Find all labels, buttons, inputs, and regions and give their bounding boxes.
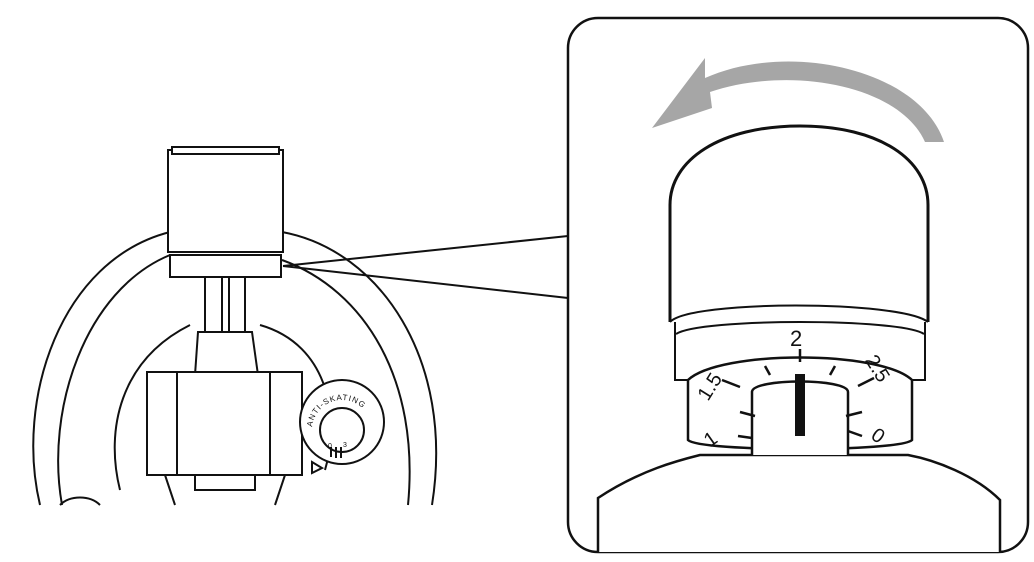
platter-right-inner-arc (281, 259, 411, 506)
counterclockwise-arrow-icon (652, 58, 944, 142)
anti-skating-pointer-icon (311, 460, 325, 475)
anti-skating-tick-0: 0 (328, 443, 332, 450)
left-overview (32, 146, 569, 506)
callout-line-bottom (282, 265, 569, 299)
counterweight-cylinder (668, 124, 930, 322)
platter-right-outer-arc (281, 231, 438, 506)
tonearm-shaft (204, 276, 246, 333)
callout-line-top (282, 235, 569, 267)
scale-ticks (721, 349, 875, 440)
counterweight-body (167, 149, 284, 253)
zoom-panel: 1 1.5 2 2.5 0 (566, 16, 1030, 554)
anti-skating-knob[interactable] (299, 379, 385, 465)
tonearm-base (596, 453, 1002, 552)
reference-mark (795, 374, 805, 436)
pivot-block (146, 371, 303, 476)
scale-label-2: 2 (790, 326, 802, 351)
platter-outer-arc (32, 231, 171, 506)
anti-skating-tick-3: 3 (343, 442, 347, 449)
platter-inner-arc (57, 254, 171, 506)
counterweight-ring (169, 254, 282, 278)
